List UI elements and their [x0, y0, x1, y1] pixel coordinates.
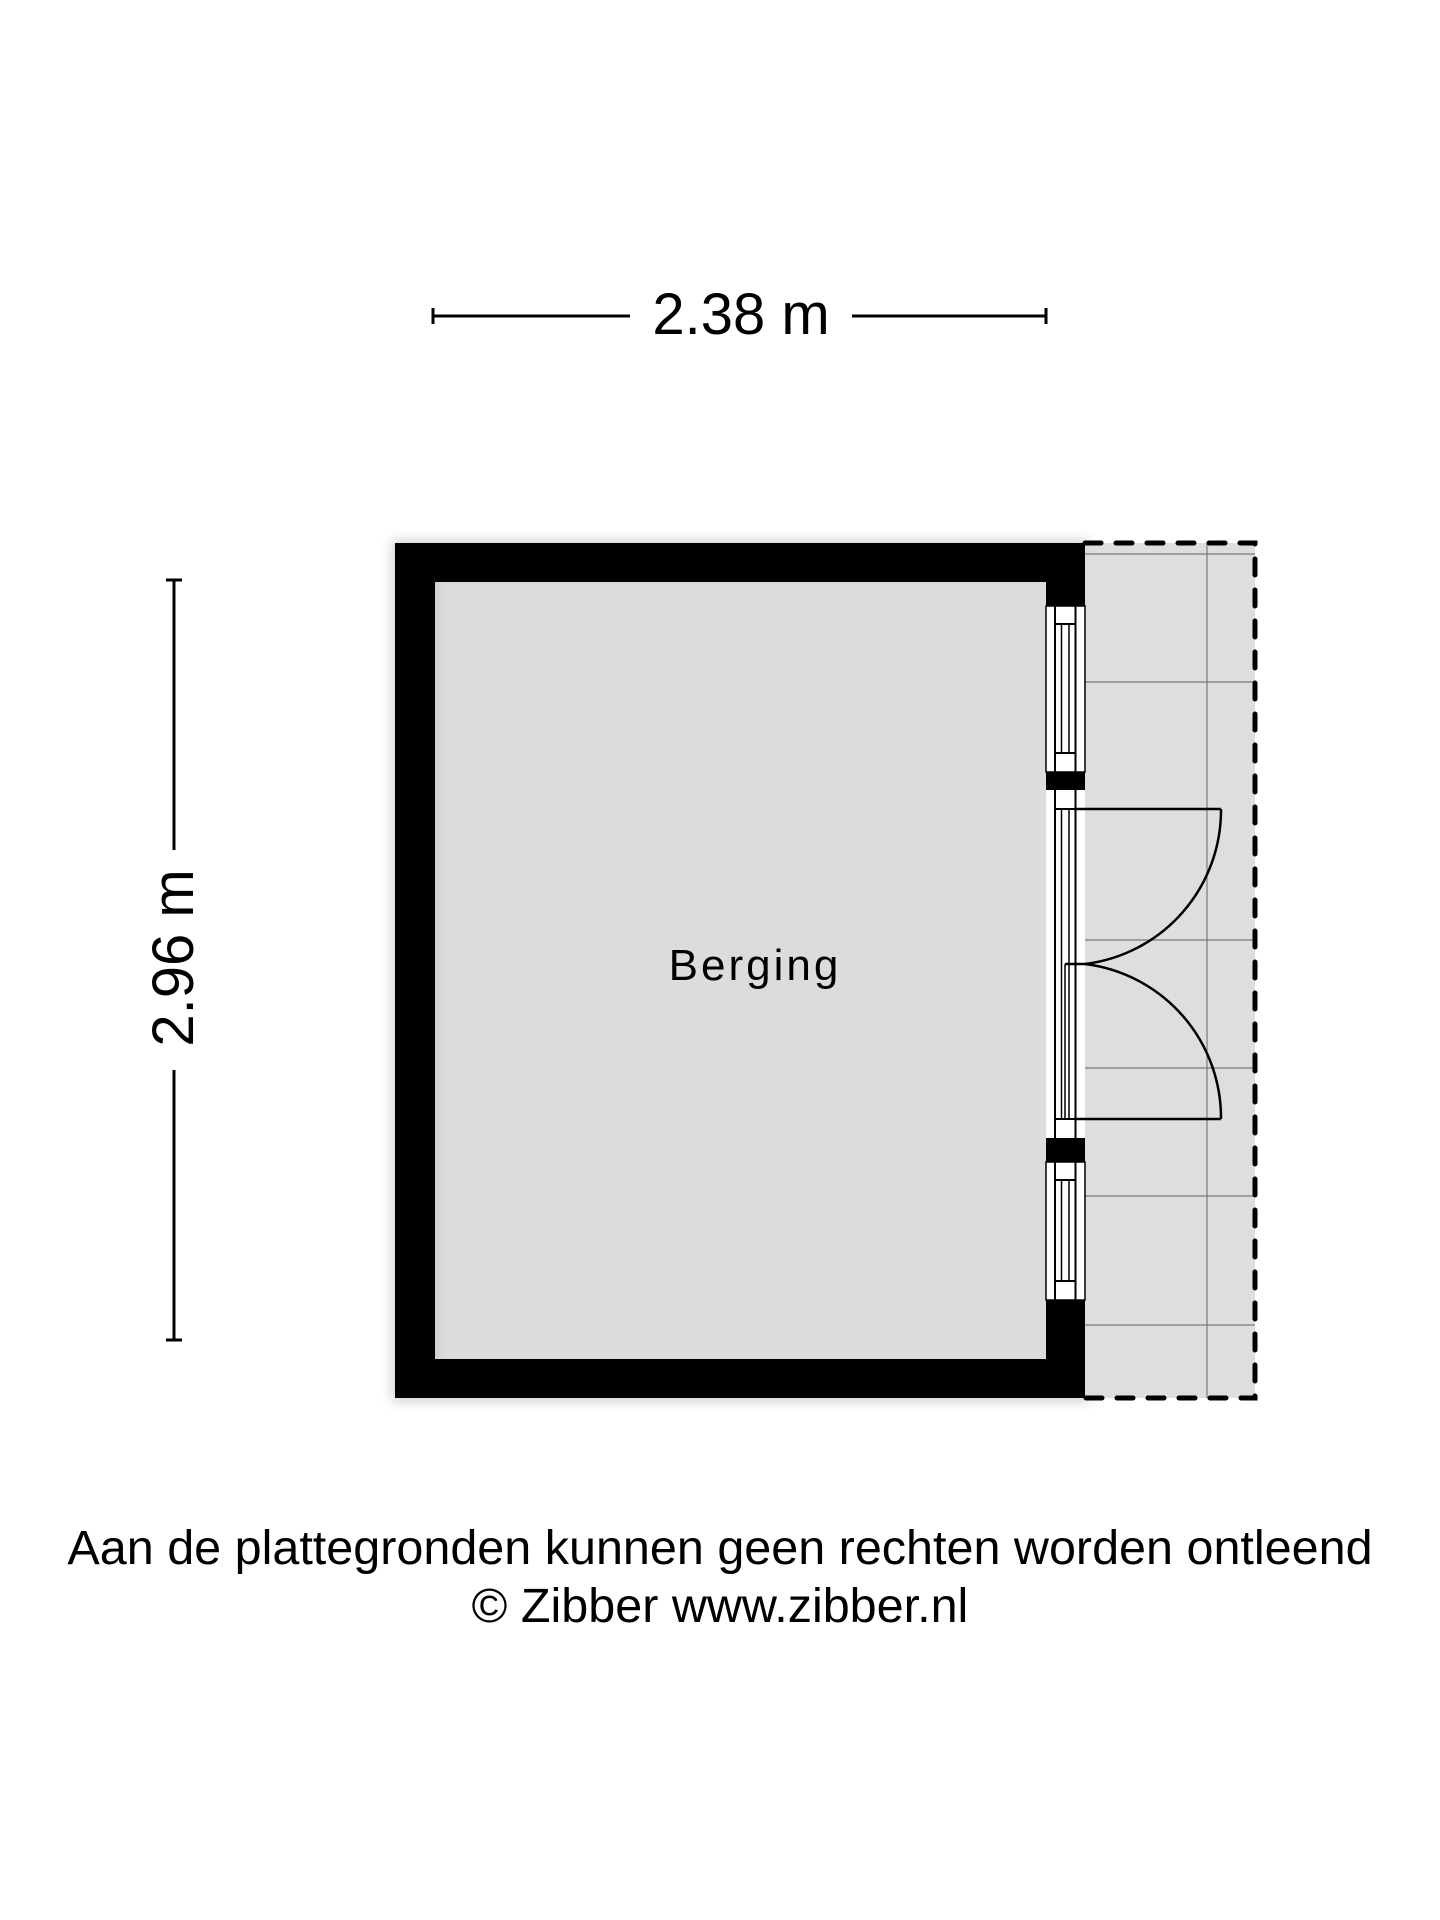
pillar-lower	[1046, 1138, 1085, 1162]
double-door	[1046, 790, 1223, 1138]
window-lower	[1045, 1161, 1086, 1301]
pillar-upper	[1046, 772, 1085, 790]
disclaimer-text: Aan de plattegronden kunnen geen rechten…	[67, 1521, 1373, 1575]
walls	[395, 543, 1085, 1398]
dimension-line-width	[431, 308, 1048, 324]
height-dimension-label: 2.96 m	[141, 869, 206, 1047]
copyright-text: © Zibber www.zibber.nl	[471, 1579, 969, 1633]
room-label-berging: Berging	[668, 941, 842, 990]
window-upper	[1045, 605, 1086, 773]
width-dimension-label: 2.38 m	[652, 282, 830, 347]
dimension-line-height	[166, 578, 182, 1342]
